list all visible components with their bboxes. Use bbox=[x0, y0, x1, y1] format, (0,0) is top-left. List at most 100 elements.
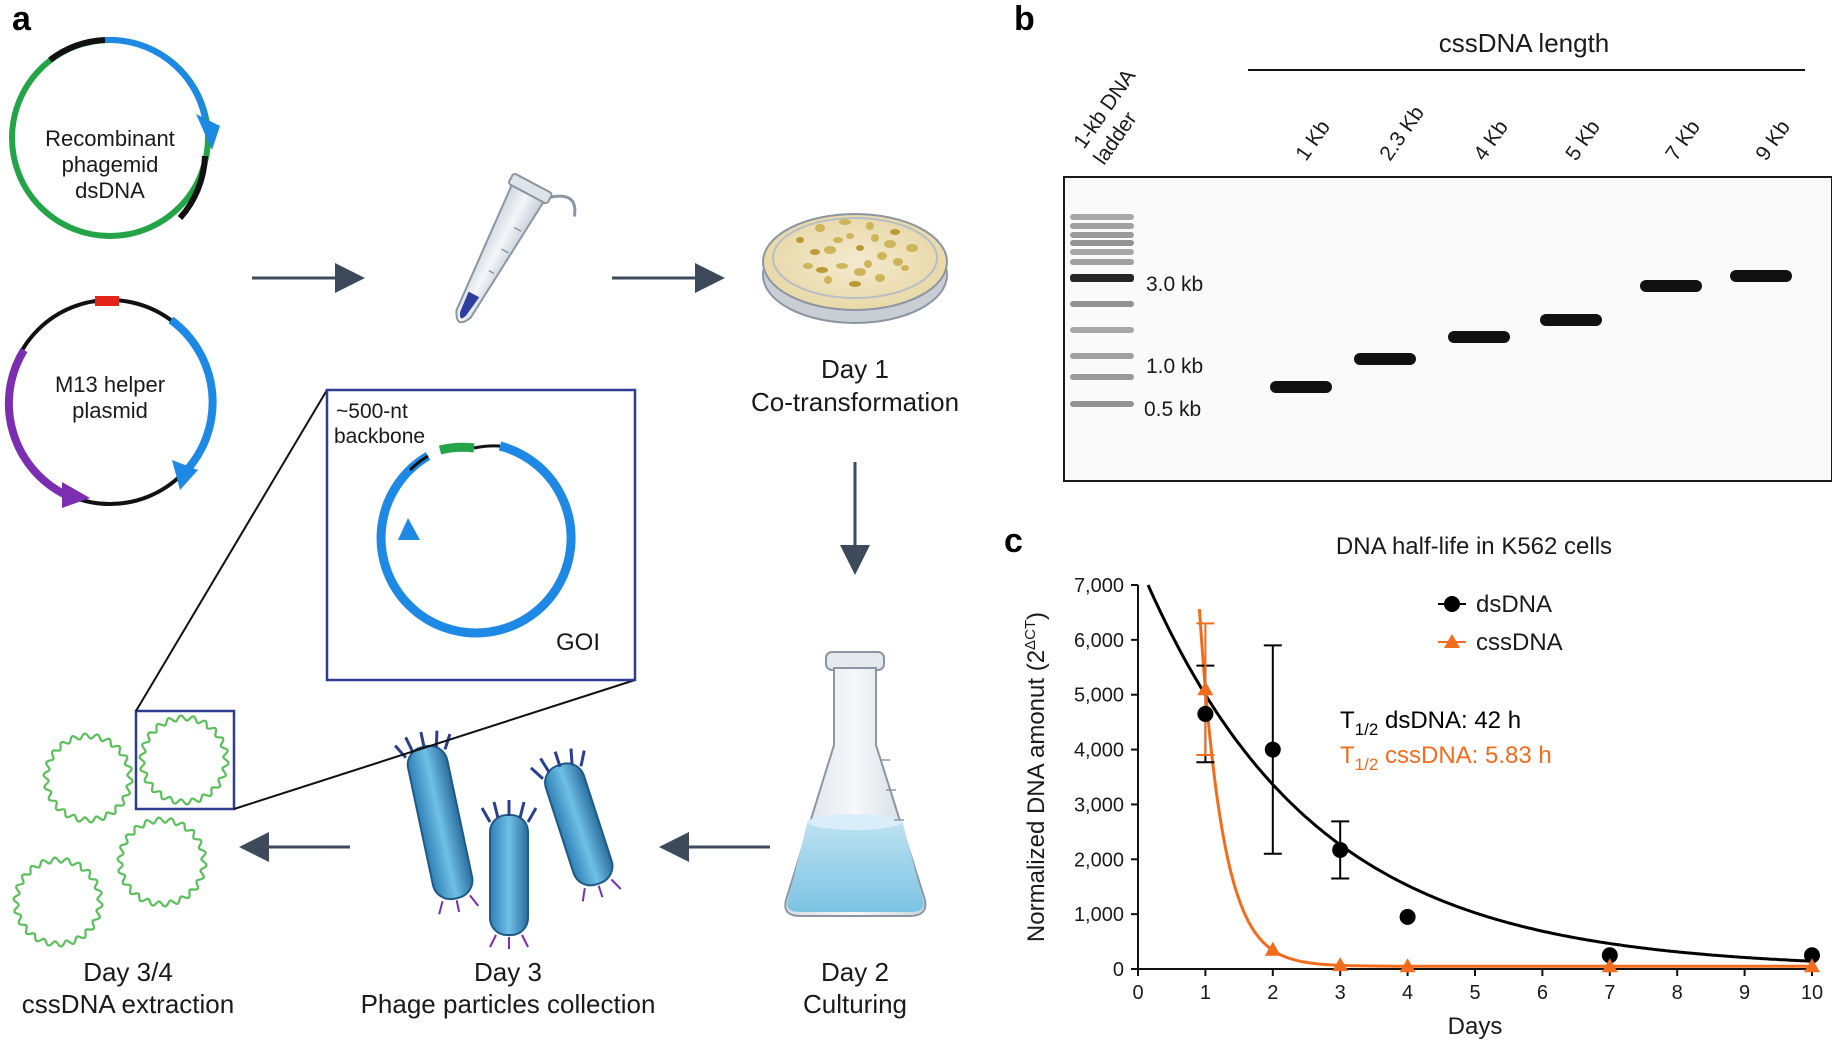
dsdna-point bbox=[1601, 947, 1618, 964]
inset-backbone-label-2: backbone bbox=[334, 425, 425, 448]
lane-label: 1 Kb bbox=[1291, 116, 1335, 165]
helper-label-1: M13 helper bbox=[55, 372, 165, 397]
y-tick-label: 6,000 bbox=[1074, 630, 1124, 652]
lane-label: 5 Kb bbox=[1561, 116, 1605, 165]
day1-title: Day 1 bbox=[821, 354, 889, 384]
cssdna-length-header: cssDNA length bbox=[1439, 28, 1610, 58]
y-tick-label: 2,000 bbox=[1074, 849, 1124, 871]
day34-subtitle: cssDNA extraction bbox=[22, 989, 234, 1019]
inset-cssdna-box: ~500-nt backbone GOI bbox=[325, 388, 637, 682]
phagemid-label-3: dsDNA bbox=[75, 178, 145, 203]
dsdna-fit-curve bbox=[1146, 584, 1813, 963]
ladder-band bbox=[1070, 353, 1134, 359]
y-tick-label: 5,000 bbox=[1074, 685, 1124, 707]
ladder-band bbox=[1070, 401, 1134, 407]
x-tick-label: 2 bbox=[1267, 982, 1278, 1004]
gel-band bbox=[1448, 331, 1510, 343]
ladder-band bbox=[1070, 327, 1134, 333]
cssdna-point bbox=[1197, 681, 1214, 696]
phagemid-plasmid: Recombinant phagemid dsDNA bbox=[9, 36, 220, 239]
ladder-band bbox=[1070, 274, 1134, 282]
x-tick-label: 7 bbox=[1604, 982, 1615, 1004]
dsdna-point bbox=[1804, 947, 1820, 964]
dsdna-point bbox=[1264, 741, 1281, 758]
lane-label: 7 Kb bbox=[1661, 116, 1705, 165]
ladder-band bbox=[1070, 214, 1134, 220]
ladder-band bbox=[1070, 223, 1134, 229]
flask-icon bbox=[784, 651, 927, 917]
panel-a-label: a bbox=[12, 0, 32, 38]
dsdna-point bbox=[1197, 705, 1214, 722]
panel-c-label: c bbox=[1004, 522, 1023, 560]
legend-dsdna-marker bbox=[1444, 596, 1460, 612]
phagemid-label-1: Recombinant bbox=[45, 126, 175, 151]
arrow-head-icon bbox=[196, 114, 220, 150]
y-tick-label: 0 bbox=[1113, 959, 1124, 981]
ladder-band bbox=[1070, 240, 1134, 246]
x-tick-label: 8 bbox=[1672, 982, 1683, 1004]
cssdna-fit-curve bbox=[1197, 608, 1812, 968]
x-tick-label: 10 bbox=[1801, 982, 1823, 1004]
lane-label: 9 Kb bbox=[1751, 116, 1795, 165]
ladder-band bbox=[1070, 232, 1134, 238]
cssdna-point bbox=[1264, 941, 1281, 956]
phagemid-label-2: phagemid bbox=[62, 152, 159, 177]
dsdna-point bbox=[1399, 908, 1416, 925]
dsdna-half-life-annotation: T1/2 dsDNA: 42 h bbox=[1340, 707, 1521, 739]
gel-band bbox=[1640, 280, 1702, 292]
x-tick-label: 9 bbox=[1739, 982, 1750, 1004]
arrow-head-icon bbox=[172, 460, 198, 490]
day3-subtitle: Phage particles collection bbox=[361, 989, 656, 1019]
legend-dsdna-label: dsDNA bbox=[1476, 591, 1552, 618]
chart-title: DNA half-life in K562 cells bbox=[1336, 533, 1612, 560]
zoom-box bbox=[134, 709, 236, 811]
inset-backbone-label-1: ~500-nt bbox=[336, 400, 408, 423]
cssdna-point bbox=[1601, 958, 1618, 973]
marker-1kb: 1.0 kb bbox=[1146, 355, 1203, 378]
lane-label: 4 Kb bbox=[1469, 116, 1513, 165]
day2-title: Day 2 bbox=[821, 957, 889, 987]
ladder-band bbox=[1070, 374, 1134, 380]
x-tick-label: 4 bbox=[1402, 982, 1413, 1004]
gel-band bbox=[1540, 314, 1602, 326]
y-tick-label: 7,000 bbox=[1074, 575, 1124, 597]
marker-05kb: 0.5 kb bbox=[1144, 398, 1201, 421]
dsdna-point bbox=[1332, 841, 1349, 858]
eppendorf-tube-icon bbox=[455, 172, 577, 324]
lane-labels: 1 Kb 2.3 Kb 4 Kb 5 Kb 7 Kb 9 Kb bbox=[1291, 102, 1795, 165]
cssdna-point bbox=[1399, 958, 1416, 973]
x-tick-label: 0 bbox=[1132, 982, 1143, 1004]
y-tick-label: 3,000 bbox=[1074, 794, 1124, 816]
petri-dish-icon bbox=[762, 213, 948, 324]
ladder-band bbox=[1070, 249, 1134, 255]
cssdna-circle bbox=[12, 856, 104, 948]
legend-cssdna-label: cssDNA bbox=[1476, 629, 1563, 656]
inset-goi-label: GOI bbox=[556, 629, 600, 656]
day2-subtitle: Culturing bbox=[803, 989, 907, 1019]
gel-image bbox=[1063, 176, 1832, 482]
gel-band bbox=[1270, 381, 1332, 393]
cssdna-point bbox=[1804, 958, 1820, 973]
day1-subtitle: Co-transformation bbox=[751, 387, 959, 417]
gel-band bbox=[1730, 270, 1792, 282]
gel-frame bbox=[1063, 176, 1832, 482]
y-tick-label: 4,000 bbox=[1074, 740, 1124, 762]
y-tick-label: 1,000 bbox=[1074, 904, 1124, 926]
panel-b-label: b bbox=[1014, 0, 1035, 38]
day34-title: Day 3/4 bbox=[83, 957, 173, 987]
cssdna-circle bbox=[42, 732, 134, 824]
cssdna-point bbox=[1332, 957, 1349, 972]
legend-cssdna-marker bbox=[1444, 634, 1460, 648]
cssdna-circles-icon bbox=[12, 714, 230, 948]
cssdna-circle bbox=[116, 816, 208, 908]
day3-title: Day 3 bbox=[474, 957, 542, 987]
phage-particles-icon bbox=[394, 730, 622, 949]
x-axis-label: Days bbox=[1448, 1013, 1503, 1040]
lane-label: 2.3 Kb bbox=[1375, 102, 1429, 165]
cssdna-half-life-annotation: T1/2 cssDNA: 5.83 h bbox=[1340, 742, 1552, 774]
cssdna-circle bbox=[138, 714, 230, 806]
arrow-head-icon bbox=[62, 482, 90, 508]
gel-band bbox=[1354, 353, 1416, 365]
